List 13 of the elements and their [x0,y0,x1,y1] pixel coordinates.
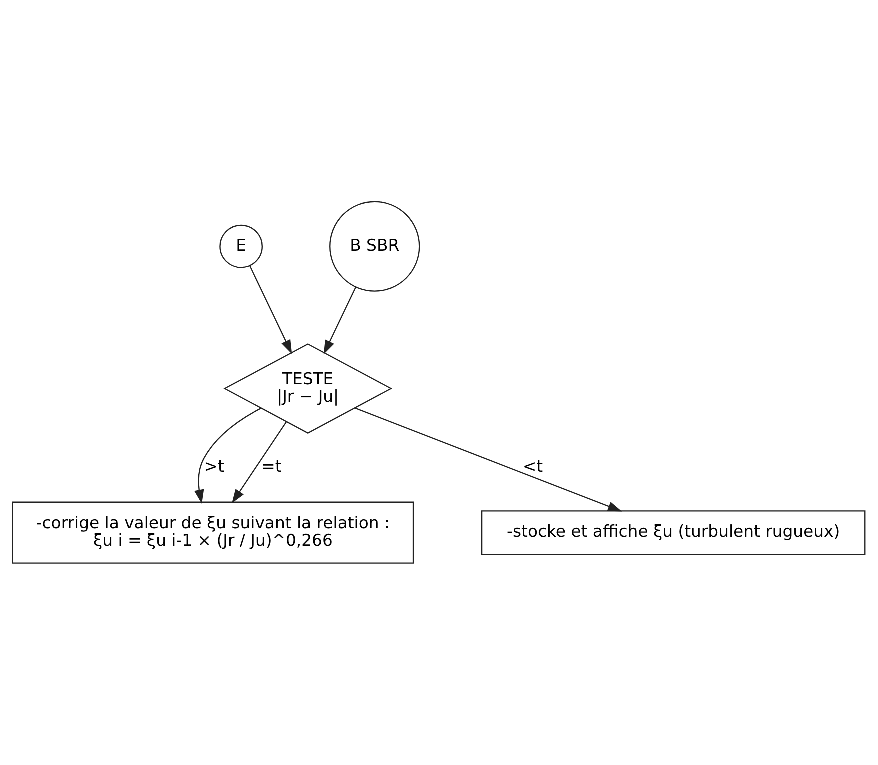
node-circle: B SBR [330,201,420,292]
arrow [250,266,292,354]
edge-label: >t [204,457,224,476]
edge-label: =t [262,457,282,476]
edge-label: <t [522,457,544,476]
node-box: -stocke et affiche ξu (turbulent rugueux) [481,510,866,556]
node-circle: E [220,224,263,268]
arrow [194,408,262,504]
arrow [232,422,288,504]
node-box: -corrige la valeur de ξu suivant la relation : ξu i = ξu i-1 × (Jr / Ju)^0,266 [12,502,414,564]
arrow [324,287,356,355]
node-diamond: TESTE |Jr − Ju| [224,344,392,434]
arrow [354,408,622,512]
